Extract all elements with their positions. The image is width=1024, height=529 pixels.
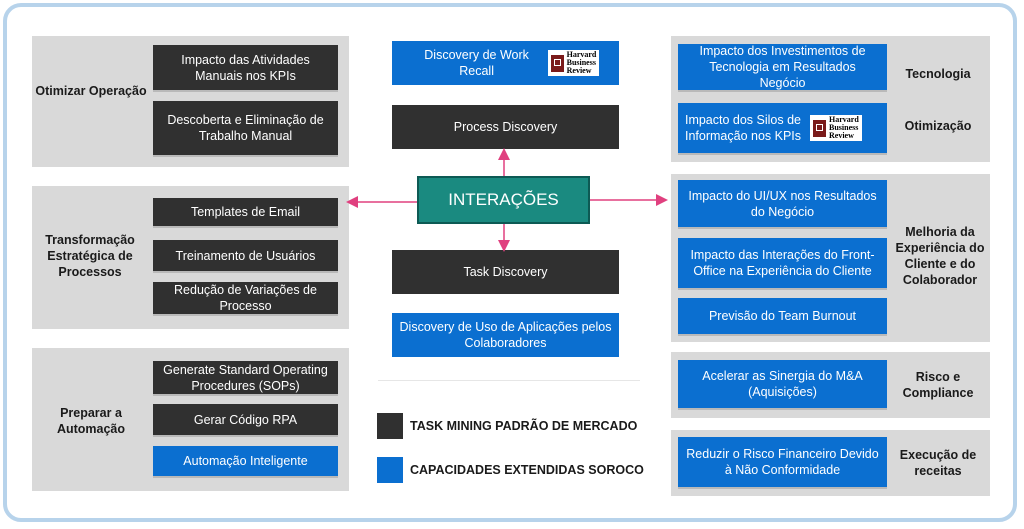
task-discovery-box: Task Discovery	[392, 250, 619, 294]
legend-label-soroco: CAPACIDADES EXTENDIDAS SOROCO	[410, 463, 644, 477]
item-reduzir-risco-financeiro: Reduzir o Risco Financeiro Devido à Não …	[678, 437, 887, 489]
item-generate-sops: Generate Standard Operating Procedures (…	[153, 361, 338, 396]
interacoes-hub: INTERAÇÕES	[417, 176, 590, 224]
panel-label-otimizacao: Otimização	[904, 119, 972, 133]
item-automacao-inteligente: Automação Inteligente	[153, 446, 338, 478]
item-impacto-investimentos: Impacto dos Investimentos de Tecnologia …	[678, 44, 887, 92]
divider	[378, 380, 640, 381]
panel-label: Preparar a Automação	[56, 406, 126, 436]
legend-label-task-mining: TASK MINING PADRÃO DE MERCADO	[410, 419, 638, 433]
app-usage-discovery-box: Discovery de Uso de Aplicações pelos Col…	[392, 313, 619, 357]
panel-execucao-receitas: Reduzir o Risco Financeiro Devido à Não …	[671, 430, 990, 496]
item-reducao-variacoes: Redução de Variações de Processo	[153, 282, 338, 316]
process-discovery-box: Process Discovery	[392, 105, 619, 149]
item-templates-email: Templates de Email	[153, 198, 338, 228]
panel-risco-compliance: Acelerar as Sinergia do M&A (Aquisições)…	[671, 352, 990, 418]
panel-melhoria-experiencia: Impacto do UI/UX nos Resultados do Negóc…	[671, 174, 990, 342]
legend-swatch-task-mining	[377, 413, 403, 439]
panel-label: Transformação Estratégica de Processos	[45, 233, 135, 279]
item-impacto-silos: Impacto dos Silos de Informação nos KPIs…	[678, 103, 887, 155]
hbr-crest-icon	[813, 119, 826, 137]
panel-label: Melhoria da Experiência do Cliente e do …	[895, 225, 985, 287]
item-gerar-codigo-rpa: Gerar Código RPA	[153, 404, 338, 437]
item-impacto-atividades-manuais: Impacto das Atividades Manuais nos KPIs	[153, 45, 338, 92]
panel-transformacao-estrategica: Transformação Estratégica de Processos T…	[32, 186, 349, 329]
work-recall-label: Discovery de Work Recall	[424, 48, 529, 78]
hbr-crest-icon	[550, 54, 564, 72]
panel-otimizar-operacao: Otimizar Operação Impacto das Atividades…	[32, 36, 349, 167]
panel-label: Execução de receitas	[899, 448, 977, 478]
panel-label: Risco e Compliance	[902, 370, 974, 400]
legend-swatch-soroco	[377, 457, 403, 483]
item-impacto-front-office: Impacto das Interações do Front-Office n…	[678, 238, 887, 290]
item-impacto-silos-label: Impacto dos Silos de Informação nos KPIs	[684, 113, 802, 143]
panel-preparar-automacao: Preparar a Automação Generate Standard O…	[32, 348, 349, 491]
item-previsao-burnout: Previsão do Team Burnout	[678, 298, 887, 336]
panel-label-tecnologia: Tecnologia	[905, 67, 971, 81]
item-acelerar-sinergia: Acelerar as Sinergia do M&A (Aquisições)	[678, 360, 887, 410]
panel-label: Otimizar Operação	[35, 84, 147, 98]
item-descoberta-eliminacao: Descoberta e Eliminação de Trabalho Manu…	[153, 101, 338, 157]
item-treinamento-usuarios: Treinamento de Usuários	[153, 240, 338, 273]
panel-tecnologia-otimizacao: Impacto dos Investimentos de Tecnologia …	[671, 36, 990, 162]
item-impacto-ui-ux: Impacto do UI/UX nos Resultados do Negóc…	[678, 180, 887, 229]
